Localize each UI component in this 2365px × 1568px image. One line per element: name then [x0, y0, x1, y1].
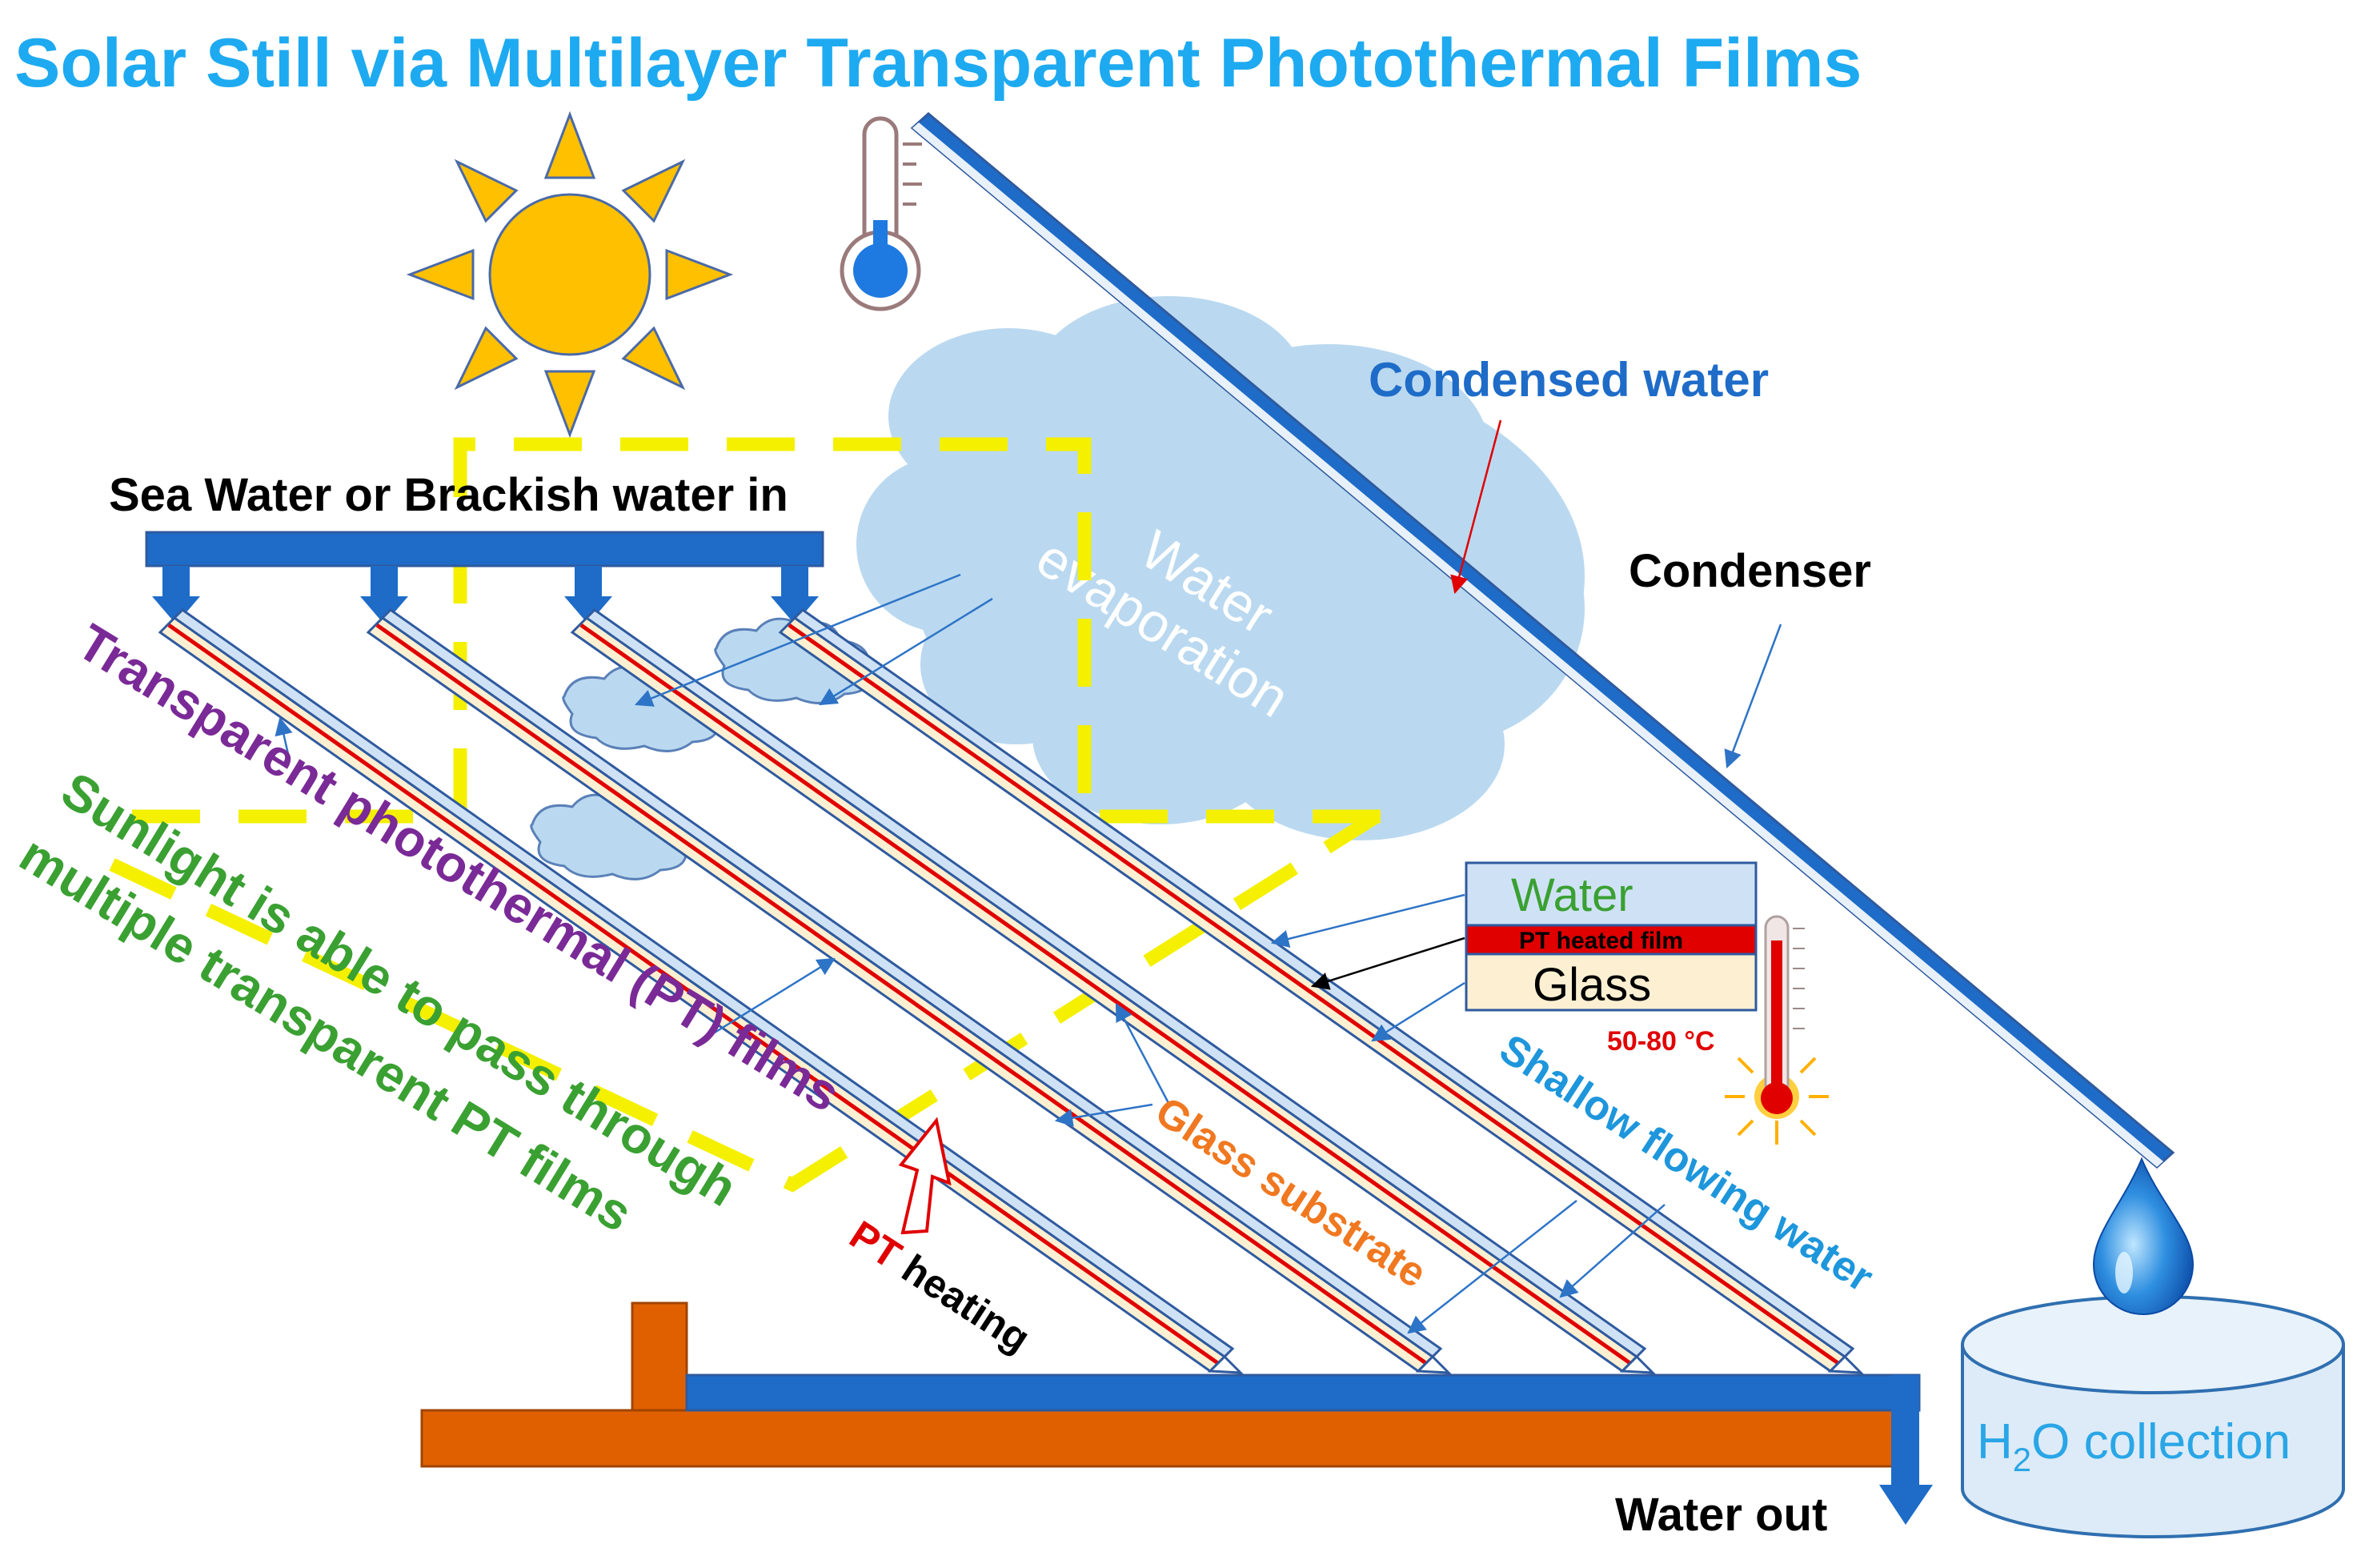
h2o-collection-label: H2O collection: [1977, 1414, 2291, 1478]
h2o-collection-container: [1961, 1295, 2345, 1538]
pt-film-3: [570, 608, 1656, 1374]
thermometer-cold-icon: [840, 116, 922, 311]
sun-icon: [406, 110, 734, 439]
inlet-pipe: [145, 531, 824, 624]
layer-inset: [1465, 861, 1758, 1012]
pt-film-1: [158, 608, 1244, 1374]
collection-trough: [685, 1374, 1933, 1525]
water-out-label: Water out: [1615, 1489, 1827, 1541]
highlight-outline: [109, 437, 1393, 1193]
inset-water-label: Water: [1511, 869, 1633, 921]
base-frame: [420, 1301, 1896, 1468]
water-drop-icon: [2092, 1157, 2195, 1315]
pt-film-2: [366, 608, 1452, 1374]
thermometer-hot-icon: [1725, 915, 1829, 1145]
pt-heating-arrow: [898, 1117, 952, 1235]
inset-glass-label: Glass: [1533, 959, 1651, 1011]
inlet-label: Sea Water or Brackish water in: [109, 469, 788, 521]
condenser-glass: [910, 112, 2175, 1169]
pt-heating-label: PT heating: [842, 1212, 1038, 1361]
condenser-label: Condenser: [1629, 545, 1871, 597]
inset-pt-film-label: PT heated film: [1519, 928, 1683, 954]
pointer-lines: [275, 419, 1782, 1334]
page-title: Solar Still via Multilayer Transparent P…: [14, 25, 1862, 102]
condensed-water-label: Condensed water: [1369, 353, 1769, 407]
temperature-label: 50-80 °C: [1607, 1026, 1715, 1057]
